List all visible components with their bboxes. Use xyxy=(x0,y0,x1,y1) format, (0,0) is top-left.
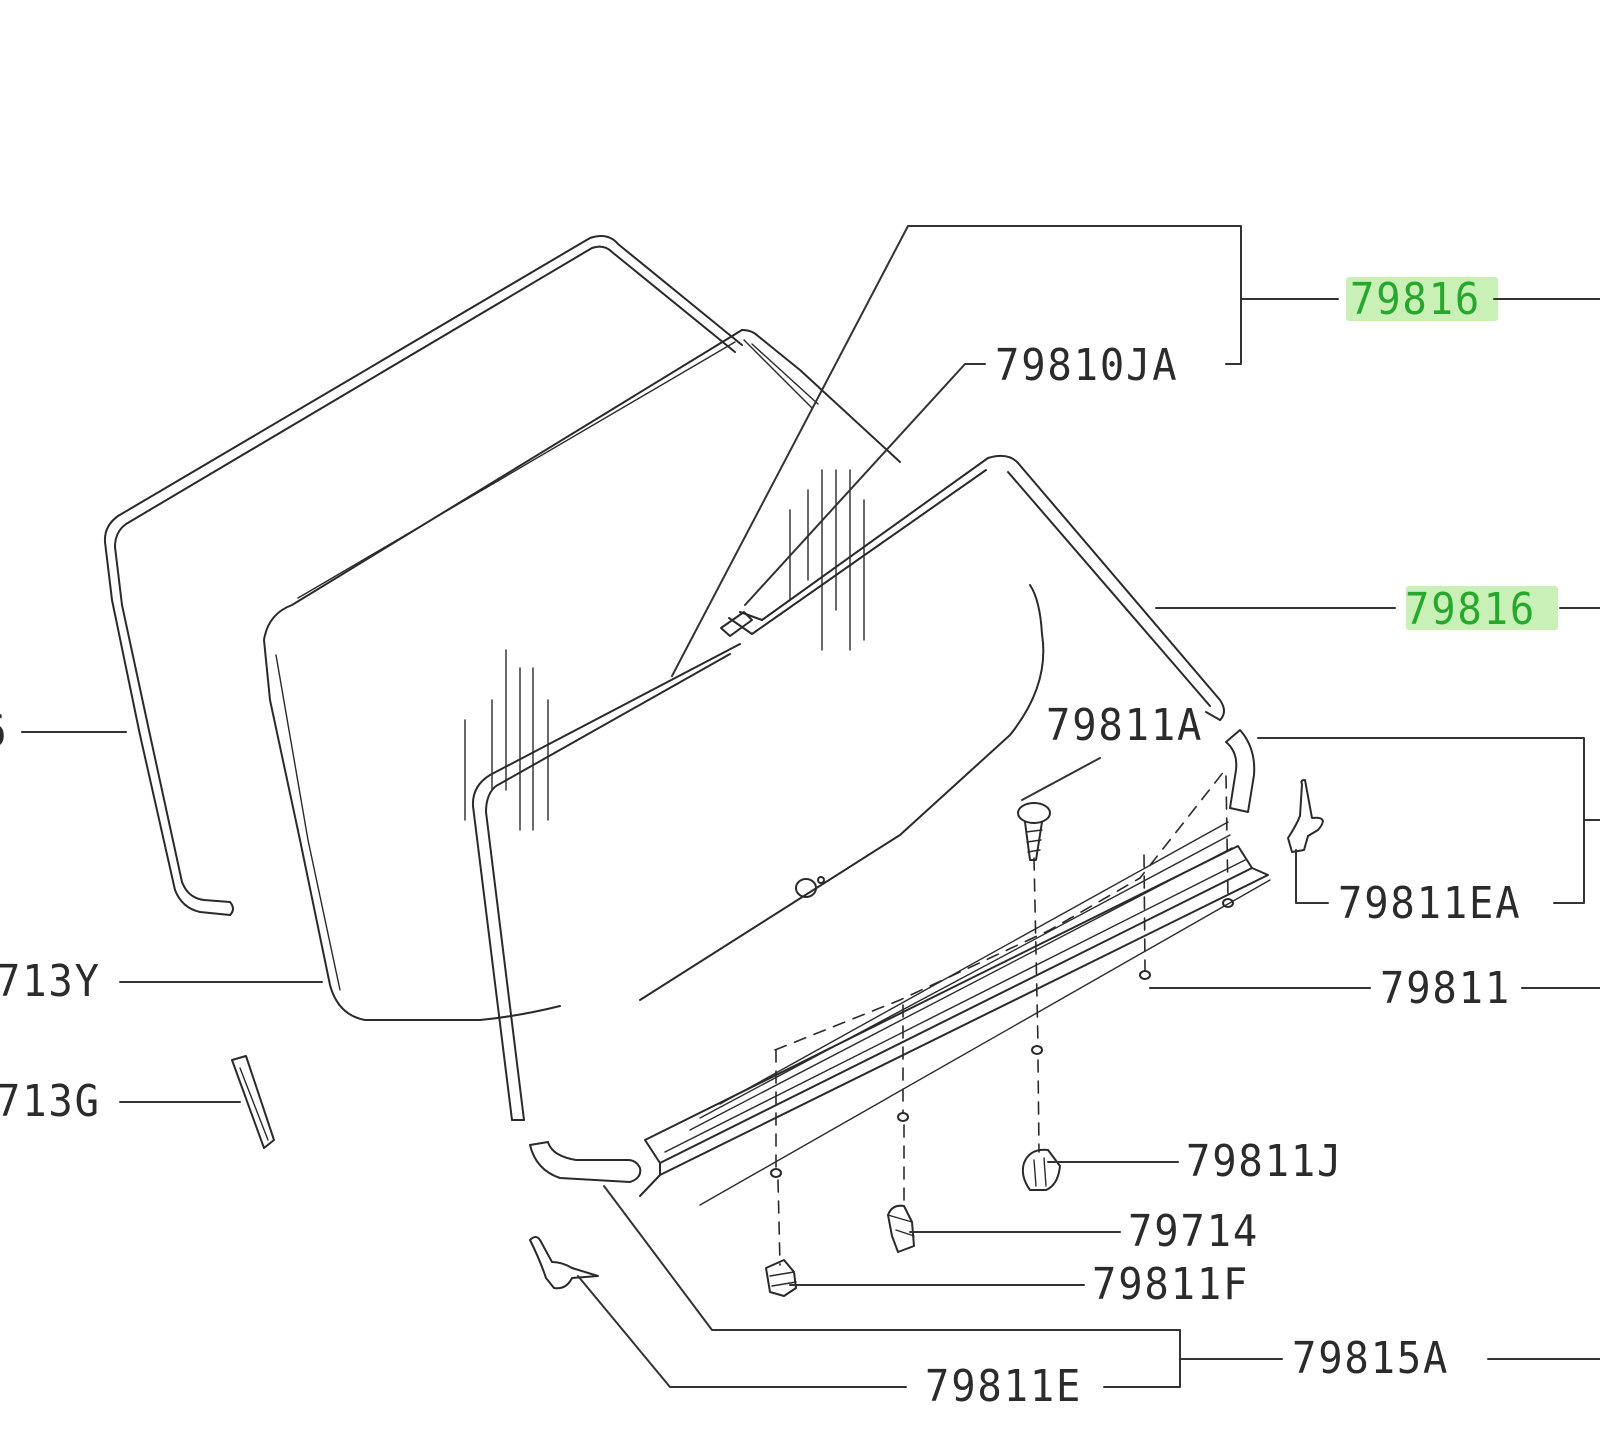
clip-79811E xyxy=(529,1236,599,1290)
leader-lines xyxy=(21,225,1600,1388)
part-number-79811E[interactable]: 79811E xyxy=(925,1361,1083,1412)
clip-79811J xyxy=(1021,1148,1061,1191)
part-number-79811A[interactable]: 79811A xyxy=(1046,700,1204,751)
clip-79714 xyxy=(887,1204,915,1253)
clip-79811F xyxy=(765,1259,797,1297)
seal-713G xyxy=(231,1055,275,1149)
part-number-left-cut-3[interactable]: 713G xyxy=(0,1076,101,1127)
part-number-left-cut-1[interactable]: 6 xyxy=(0,710,8,754)
windshield-glass xyxy=(263,329,901,1021)
part-number-79810JA[interactable]: 79810JA xyxy=(995,340,1179,391)
screw-79811A xyxy=(1017,802,1051,861)
part-number-79811EA[interactable]: 79811EA xyxy=(1338,878,1522,929)
outer-molding xyxy=(103,235,743,916)
part-number-79811[interactable]: 79811 xyxy=(1380,963,1512,1014)
clip-79811EA xyxy=(1287,779,1324,853)
part-number-79811J[interactable]: 79811J xyxy=(1186,1136,1344,1187)
highlight-79816-top xyxy=(1346,277,1498,321)
part-number-left-cut-2[interactable]: 713Y xyxy=(0,956,101,1007)
cowl-top xyxy=(639,769,1271,1206)
fastener-guides xyxy=(777,857,1040,1266)
part-number-79811F[interactable]: 79811F xyxy=(1092,1259,1250,1310)
part-number-79815A[interactable]: 79815A xyxy=(1292,1333,1450,1384)
part-number-79714[interactable]: 79714 xyxy=(1128,1206,1260,1257)
highlight-79816-mid xyxy=(1406,586,1558,630)
part-number-79816-mid[interactable]: 79816 xyxy=(1405,584,1537,635)
part-number-79816-top[interactable]: 79816 xyxy=(1350,274,1482,325)
inner-molding xyxy=(471,454,1256,1183)
